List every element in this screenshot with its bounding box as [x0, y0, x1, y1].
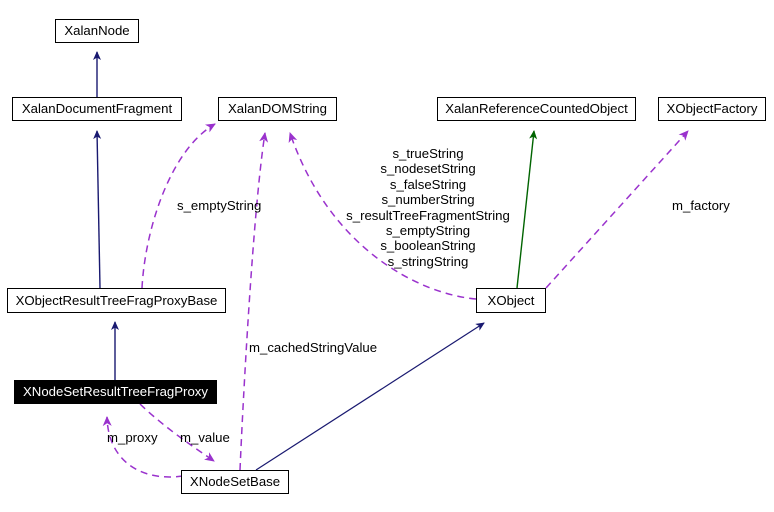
- class-node-xobject-result-tree-frag-proxy-base[interactable]: XObjectResultTreeFragProxyBase: [7, 288, 226, 313]
- static-member-item: s_emptyString: [385, 223, 471, 239]
- static-member-item: s_numberString: [381, 192, 475, 208]
- xobject-static-string-members: s_trueString s_nodesetString s_falseStri…: [343, 146, 513, 269]
- class-node-xnode-set-base[interactable]: XNodeSetBase: [181, 470, 289, 494]
- class-node-label: XNodeSetResultTreeFragProxy: [23, 384, 208, 400]
- class-node-xalan-reference-counted-object[interactable]: XalanReferenceCountedObject: [437, 97, 636, 121]
- class-node-label: XObjectFactory: [666, 101, 758, 117]
- class-node-xobject[interactable]: XObject: [476, 288, 546, 313]
- edge-xobjectresulttreefragproxybase-to-xalandocumentfragment: [93, 130, 102, 289]
- static-member-item: s_falseString: [389, 176, 467, 192]
- class-node-label: XalanDocumentFragment: [21, 101, 173, 117]
- edge-label-m-proxy: m_proxy: [107, 430, 158, 445]
- edge-m-cached-string-value: [239, 132, 269, 471]
- class-node-xalan-document-fragment[interactable]: XalanDocumentFragment: [12, 97, 182, 121]
- edge-m-factory: [545, 130, 689, 289]
- edge-label-m-cached-string-value: m_cachedStringValue: [249, 340, 378, 355]
- edge-label-m-factory: m_factory: [672, 198, 730, 213]
- class-node-label: XalanNode: [64, 23, 130, 39]
- edge-label-m-value: m_value: [180, 430, 230, 445]
- class-node-xobject-factory[interactable]: XObjectFactory: [658, 97, 766, 121]
- static-member-item: s_stringString: [387, 253, 469, 269]
- class-node-label: XNodeSetBase: [189, 474, 281, 490]
- static-member-item: s_trueString: [392, 146, 464, 161]
- class-node-xalan-dom-string[interactable]: XalanDOMString: [218, 97, 337, 121]
- static-member-item: s_nodesetString: [380, 161, 476, 177]
- class-node-label: XObject: [487, 292, 535, 308]
- edge-label-s-empty-string: s_emptyString: [177, 198, 262, 213]
- class-node-label: XalanDOMString: [228, 101, 327, 117]
- class-node-label: XObjectResultTreeFragProxyBase: [15, 292, 218, 308]
- edge-xobject-to-xalanreferencecountedobject: [516, 130, 538, 289]
- edge-m-proxy: [102, 416, 184, 478]
- static-member-item: s_booleanString: [380, 238, 476, 254]
- class-node-label: XalanReferenceCountedObject: [445, 101, 628, 117]
- static-member-item: s_resultTreeFragmentString: [346, 207, 510, 223]
- class-node-xnode-set-result-tree-frag-proxy[interactable]: XNodeSetResultTreeFragProxy: [14, 380, 217, 404]
- class-node-xalan-node[interactable]: XalanNode: [55, 19, 139, 43]
